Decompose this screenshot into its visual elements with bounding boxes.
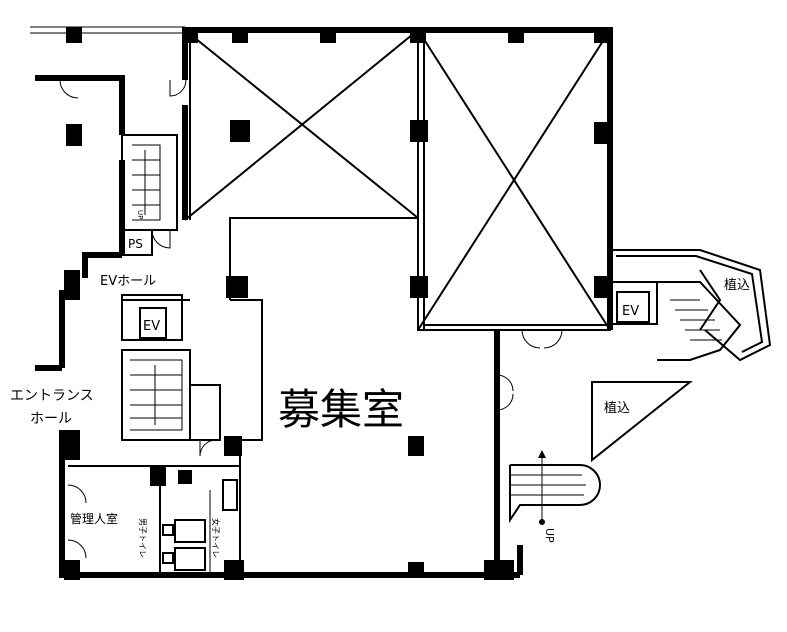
planting-bed-bottom <box>591 381 693 463</box>
ev-hall-label: EVホール <box>100 274 156 289</box>
entrance-hall-label-line2: ホール <box>30 411 72 427</box>
columns <box>64 27 610 580</box>
planting-label-top: 植込 <box>724 278 750 293</box>
toilet-area <box>162 479 238 575</box>
management-room-label: 管理人室 <box>70 511 118 526</box>
stair-up-small-label: UP <box>136 210 144 219</box>
top-boundary <box>30 26 185 34</box>
stair-west-upper <box>132 144 161 221</box>
planting-label-bottom: 植込 <box>604 401 630 416</box>
stair-southeast <box>509 450 601 525</box>
stair-west-lower <box>130 359 183 431</box>
toilet-men-label: 男子トイレ <box>138 518 147 558</box>
east-core <box>611 249 772 362</box>
doors <box>59 79 563 559</box>
stair-up-label: UP <box>543 528 556 543</box>
ps-label: PS <box>128 237 143 251</box>
toilet-women-label: 女子トイレ <box>211 518 221 558</box>
elevator-main-label: EV <box>143 319 160 334</box>
elevator-east-label: EV <box>622 304 639 319</box>
vacancy-room-label: 募集室 <box>278 385 404 434</box>
entrance-hall-label-line1: エントランス <box>10 388 94 404</box>
interior-walls <box>68 29 611 575</box>
